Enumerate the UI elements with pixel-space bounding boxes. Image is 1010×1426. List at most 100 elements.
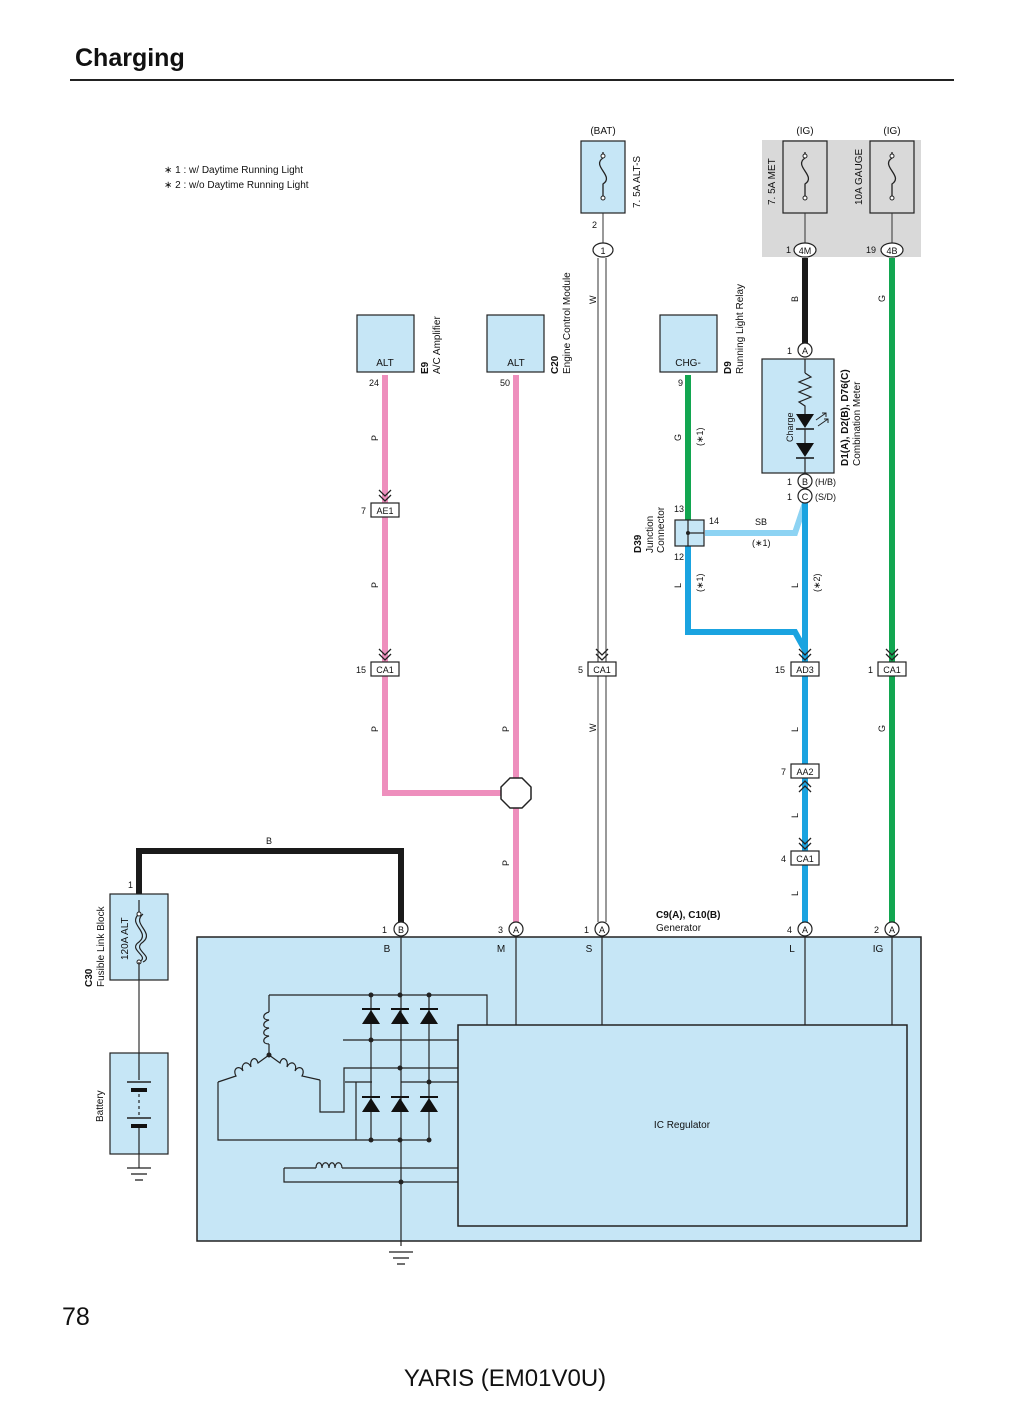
pin-met-conn: 4M: [793, 242, 817, 258]
gen-terminal-ig: IG: [873, 944, 884, 955]
page-title: Charging: [75, 44, 185, 72]
svg-text:CA1: CA1: [593, 665, 611, 675]
d39-pin-12: 12: [674, 552, 684, 562]
connector-ca1-green: CA1: [877, 661, 907, 677]
connector-ca1-green-num: 1: [868, 665, 873, 675]
svg-text:P: P: [370, 582, 380, 588]
ic-regulator-label: IC Regulator: [654, 1120, 711, 1131]
svg-text:1: 1: [600, 246, 605, 256]
fuse-gauge: [869, 140, 915, 214]
pin-gauge-num: 19: [866, 245, 876, 255]
note-2: ∗ 2 : w/o Daytime Running Light: [164, 180, 309, 191]
ic-regulator: [457, 1024, 908, 1227]
variant-tags: (∗1) (∗1) (∗1) (∗2): [695, 427, 822, 592]
source-bat: (BAT): [590, 126, 615, 137]
svg-text:W: W: [588, 295, 598, 304]
wire-blue-group: [685, 503, 808, 922]
component-combination-meter: [761, 358, 835, 474]
gen-pin-s: 1 A: [584, 921, 610, 937]
ground-icon: [389, 1251, 413, 1265]
svg-text:P: P: [501, 860, 511, 866]
e9-terminal: ALT: [376, 358, 394, 369]
splice-junction: [500, 777, 532, 809]
footer-model: YARIS (EM01V0U): [403, 1365, 607, 1392]
c20-terminal: ALT: [507, 358, 525, 369]
connector-ad3-num: 15: [775, 665, 785, 675]
wire-sb: [705, 502, 808, 536]
connector-aa2-num: 7: [781, 767, 786, 777]
svg-text:P: P: [370, 726, 380, 732]
pin-fl-in: 1: [128, 880, 133, 890]
component-generator: [196, 936, 922, 1246]
d39-name-1: Junction: [645, 516, 656, 553]
d9-pin: 9: [678, 378, 683, 388]
meter-name: Combination Meter: [852, 381, 863, 466]
svg-text:A: A: [802, 346, 808, 356]
svg-text:B: B: [266, 836, 272, 846]
svg-text:(∗2): (∗2): [812, 573, 822, 592]
connector-ca1-white: CA1: [587, 661, 617, 677]
c20-name: Engine Control Module: [562, 272, 573, 374]
svg-text:B: B: [790, 296, 800, 302]
svg-text:L: L: [790, 727, 800, 732]
svg-text:4M: 4M: [799, 246, 812, 256]
svg-text:B: B: [398, 925, 404, 935]
svg-text:SB: SB: [755, 517, 767, 527]
svg-text:G: G: [877, 725, 887, 732]
wire-p-ca1-junction: [382, 676, 501, 796]
e9-name: A/C Amplifier: [432, 316, 443, 374]
fuse-met-label: 7. 5A MET: [767, 158, 778, 205]
fuse-gauge-label: 10A GAUGE: [854, 149, 865, 205]
generator-name: Generator: [656, 923, 702, 934]
svg-text:AA2: AA2: [796, 767, 813, 777]
source-ig-met: (IG): [796, 126, 813, 137]
svg-text:L: L: [790, 583, 800, 588]
pin-meter-a: A: [797, 342, 813, 358]
wire-labels: P P P P P W W B G G G L L L L L B SB: [266, 295, 887, 896]
fuse-alt-s-label: 7. 5A ALT-S: [632, 156, 643, 208]
pin-meter-c-num: 1: [787, 492, 792, 502]
pin-alt-s-out: 2: [592, 220, 597, 230]
gen-pin-b: 1 B: [382, 921, 409, 937]
gen-pin-l: 4 A: [787, 921, 813, 937]
svg-text:CA1: CA1: [376, 665, 394, 675]
connector-ae1-num: 7: [361, 506, 366, 516]
component-e9: ALT: [356, 314, 415, 373]
wire-l-d39-ad3: [685, 546, 808, 652]
svg-text:1: 1: [584, 925, 589, 935]
svg-text:A: A: [513, 925, 519, 935]
stator-coil-icon: [268, 1054, 321, 1081]
component-d39: [674, 519, 705, 547]
svg-text:G: G: [673, 434, 683, 441]
svg-text:L: L: [673, 583, 683, 588]
c30-id: C30: [84, 968, 95, 987]
generator-id: C9(A), C10(B): [656, 910, 720, 921]
pin-meter-a-num: 1: [787, 346, 792, 356]
wire-white-group: [597, 258, 607, 922]
svg-text:L: L: [790, 891, 800, 896]
fuse-met: [782, 140, 828, 214]
gen-terminal-s: S: [586, 944, 593, 955]
connector-ca1-pink: CA1: [370, 661, 400, 677]
gen-terminal-m: M: [497, 944, 505, 955]
svg-text:CA1: CA1: [796, 854, 814, 864]
component-battery: [109, 1052, 169, 1155]
svg-text:AD3: AD3: [796, 665, 814, 675]
ground-icon: [127, 1167, 151, 1181]
d9-terminal: CHG-: [675, 358, 701, 369]
c30-name: Fusible Link Block: [96, 905, 107, 987]
svg-text:AE1: AE1: [376, 506, 393, 516]
svg-text:1: 1: [382, 925, 387, 935]
gen-terminal-l: L: [789, 944, 795, 955]
pin-alt-s-circle: 1: [592, 242, 614, 258]
pin-met-num: 1: [786, 245, 791, 255]
svg-text:L: L: [790, 813, 800, 818]
svg-text:3: 3: [498, 925, 503, 935]
svg-text:W: W: [588, 723, 598, 732]
svg-text:2: 2: [874, 925, 879, 935]
svg-text:C: C: [802, 492, 809, 502]
pin-meter-c: C: [797, 488, 813, 504]
component-fusible-link: [109, 893, 169, 981]
meter-id: D1(A), D2(B), D76(C): [840, 369, 851, 466]
